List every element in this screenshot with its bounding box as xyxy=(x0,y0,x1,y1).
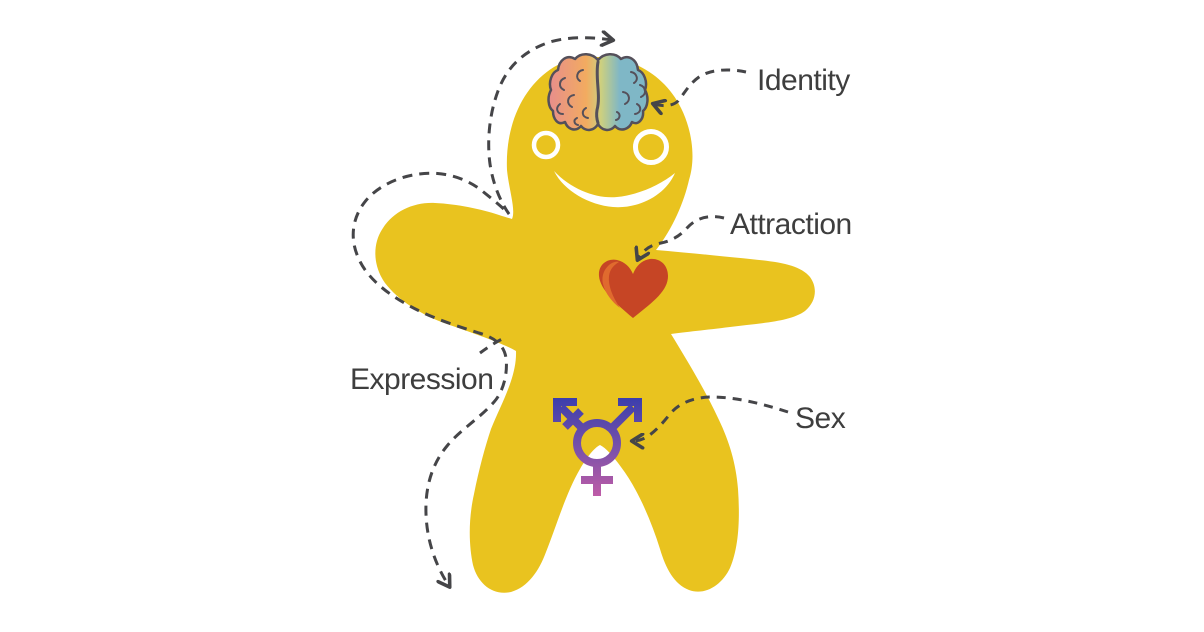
identity-arrow xyxy=(654,68,747,106)
sex-arrow xyxy=(633,395,789,441)
expression-label: Expression xyxy=(350,363,493,396)
brain-icon xyxy=(547,53,649,132)
attraction-arrow xyxy=(638,215,725,259)
sex-label: Sex xyxy=(795,402,846,435)
attraction-label: Attraction xyxy=(730,208,852,241)
heart-body xyxy=(598,258,668,318)
expression-outline xyxy=(351,38,612,586)
gingerbread-body xyxy=(375,57,815,593)
symbol-female-cross xyxy=(581,463,613,496)
brain-folds-right xyxy=(615,71,646,121)
identity-label: Identity xyxy=(757,64,850,97)
right-eye xyxy=(633,129,669,165)
expression-connector xyxy=(479,336,505,355)
